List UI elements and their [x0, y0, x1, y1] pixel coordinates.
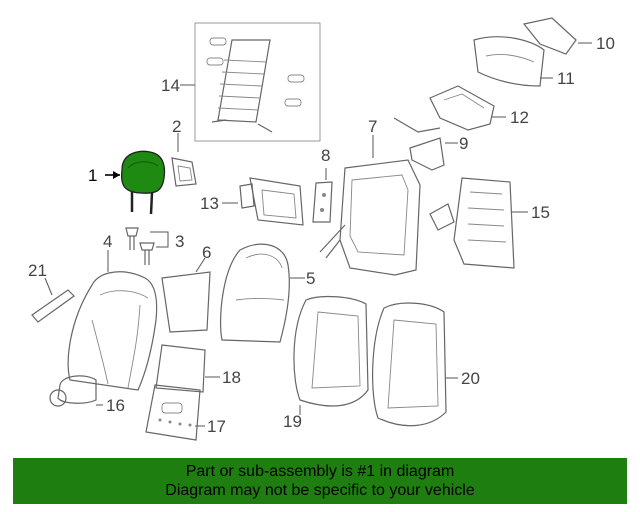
- part-9-recliner: [393, 117, 458, 171]
- part-15-lumbar-assembly: [429, 177, 528, 269]
- part-18-panel: [155, 344, 220, 393]
- banner-line-part-info: Part or sub-assembly is #1 in diagram: [185, 463, 455, 480]
- callout-8: 8: [321, 146, 330, 165]
- callout-18: 18: [222, 368, 241, 387]
- part-3-screws: [125, 227, 169, 265]
- part-5-seatback-pad: [220, 243, 305, 343]
- callout-10: 10: [596, 34, 615, 53]
- callout-2: 2: [172, 117, 181, 136]
- part-14-headrest-guide-panel: [180, 22, 321, 142]
- callout-4: 4: [103, 232, 112, 251]
- part-1-headrest[interactable]: [105, 150, 166, 215]
- callout-16: 16: [106, 396, 125, 415]
- callout-20: 20: [461, 369, 480, 388]
- callout-19: 19: [283, 412, 302, 431]
- part-17-back-panel: [145, 384, 205, 441]
- part-20-frame-panel: [372, 302, 458, 427]
- part-4-seatback-cover: [67, 250, 158, 391]
- info-banner: Part or sub-assembly is #1 in diagram Di…: [13, 458, 627, 504]
- callout-13: 13: [200, 194, 219, 213]
- part-2-guide: [171, 133, 197, 187]
- callout-11: 11: [557, 69, 575, 88]
- banner-line-disclaimer: Diagram may not be specific to your vehi…: [165, 482, 475, 499]
- part-10-bracket: [522, 17, 592, 55]
- callout-21: 21: [28, 261, 47, 280]
- part-7-seatback-frame: [319, 135, 421, 276]
- callout-17: 17: [207, 417, 226, 436]
- part-16-lumbar-motor: [49, 375, 103, 407]
- callout-7: 7: [368, 117, 377, 136]
- part-11-cover: [473, 36, 553, 87]
- callout-9: 9: [459, 134, 468, 153]
- part-12-bracket: [429, 85, 506, 131]
- callout-1: 1: [88, 166, 97, 185]
- callout-6: 6: [202, 243, 211, 262]
- callout-5: 5: [306, 269, 315, 288]
- callout-15: 15: [531, 203, 550, 222]
- parts-diagram: 1 2 3 4 5 6 7 8 9 10 11 12 13 14 15 16 1…: [28, 17, 615, 441]
- part-19-frame-panel: [293, 295, 369, 415]
- part-21-trim: [31, 277, 75, 323]
- callout-3: 3: [175, 232, 184, 251]
- part-6-pad: [161, 257, 211, 333]
- callout-labels: 1 2 3 4 5 6 7 8 9 10 11 12 13 14 15 16 1…: [28, 34, 615, 436]
- part-13-switch-housing: [222, 177, 304, 226]
- part-8-bracket: [312, 168, 333, 223]
- callout-14: 14: [161, 76, 180, 95]
- callout-12: 12: [510, 108, 529, 127]
